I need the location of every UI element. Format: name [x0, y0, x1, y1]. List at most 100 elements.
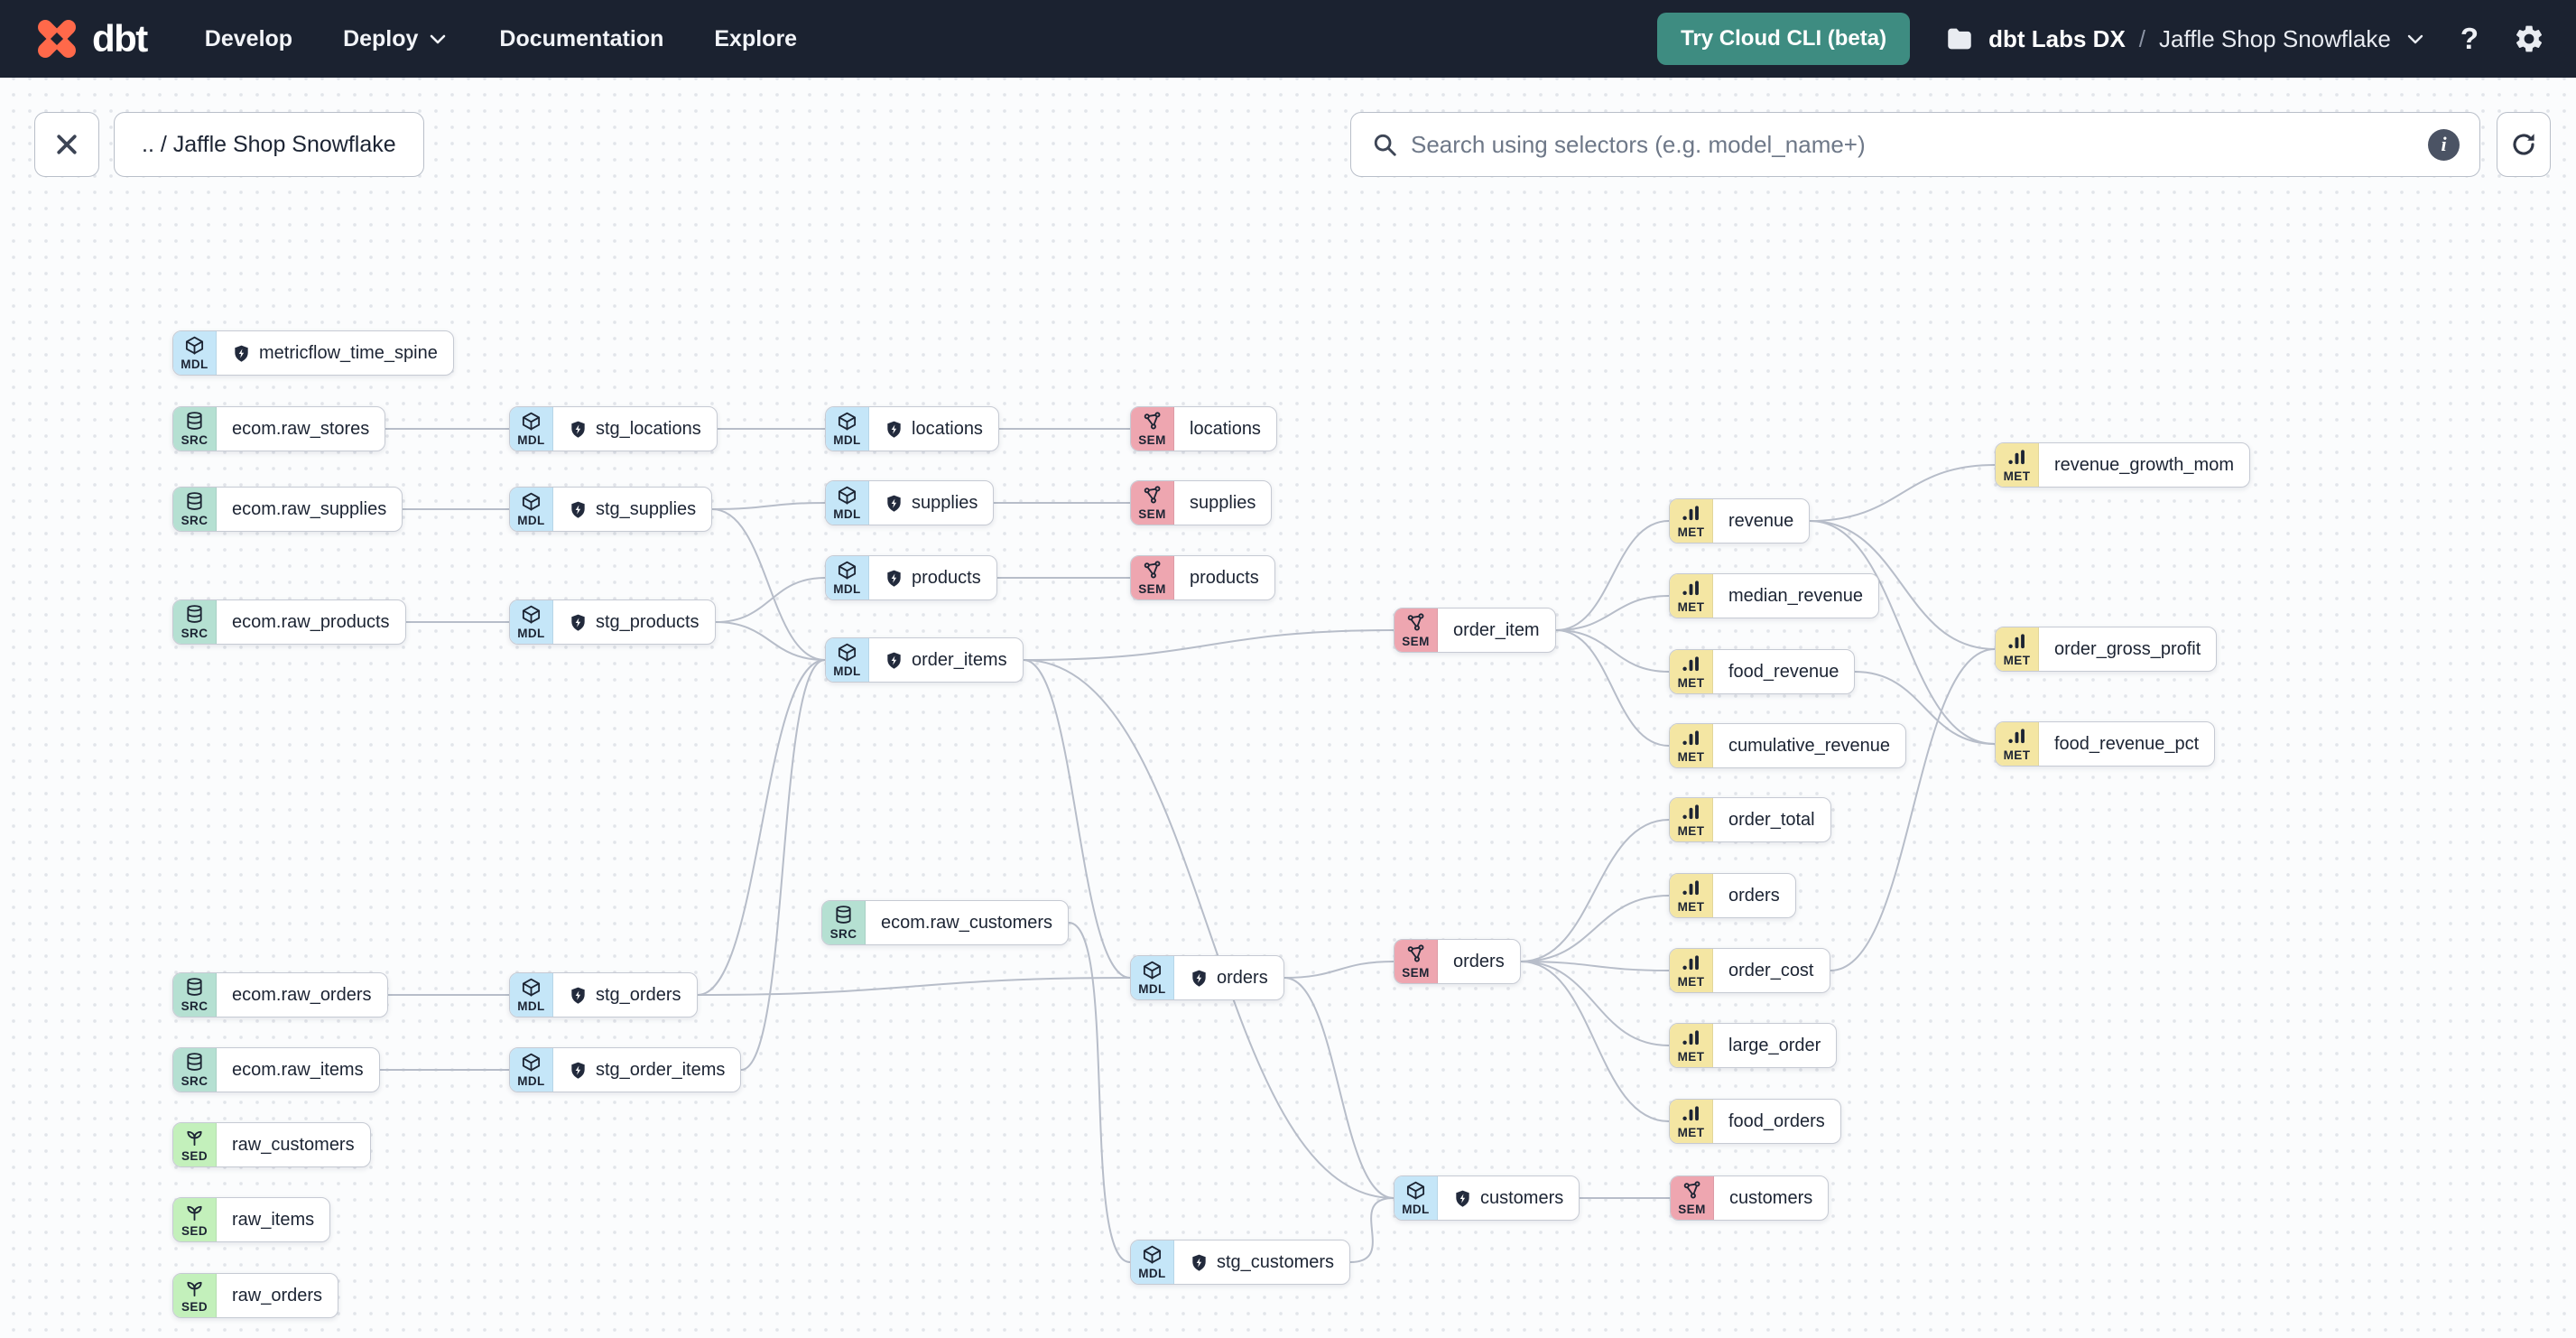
shield-icon: [235, 345, 248, 362]
node-label: order_item: [1453, 619, 1540, 640]
dbt-logo[interactable]: dbt: [31, 13, 148, 65]
node-type-label: SRC: [181, 1074, 208, 1089]
breadcrumb-separator: /: [2138, 24, 2146, 52]
node-type-label: MET: [2003, 654, 2031, 668]
node-type-badge: SRC: [173, 600, 217, 644]
edge-revenue-to-food_revenue_pct: [1809, 520, 1996, 745]
org-name: dbt Labs DX: [1988, 24, 2126, 52]
search-input[interactable]: [1411, 130, 2415, 159]
edge-stg_orders-to-orders_model: [697, 977, 1131, 996]
node-label: revenue: [1728, 510, 1794, 531]
node-type-badge: SRC: [173, 1048, 217, 1092]
node-label: order_gross_profit: [2054, 638, 2201, 659]
node-label: orders: [1728, 885, 1780, 906]
node-label: ecom.raw_items: [232, 1059, 364, 1080]
edge-order_cost-to-order_gross_profit: [1830, 648, 1996, 971]
node-orders_met[interactable]: MET orders: [1669, 873, 1796, 918]
node-type-label: MDL: [1138, 982, 1166, 997]
node-label: stg_order_items: [553, 1048, 740, 1092]
node-label: raw_items: [232, 1209, 315, 1230]
shield-icon: [571, 987, 585, 1004]
node-type-badge: MDL: [510, 488, 553, 531]
help-button[interactable]: ?: [2460, 22, 2479, 55]
info-icon[interactable]: i: [2428, 128, 2460, 161]
cube-icon: [1143, 962, 1162, 980]
chevron-down-icon: [427, 28, 449, 50]
top-nav: dbt Develop Deploy Documentation Explore…: [0, 0, 2576, 78]
account-project-switcher[interactable]: dbt Labs DX / Jaffle Shop Snowflake: [1944, 23, 2426, 54]
close-icon: [57, 135, 77, 154]
main-menu: Develop Deploy Documentation Explore: [205, 26, 797, 52]
node-type-badge: MET: [1996, 722, 2039, 766]
menu-item-deploy[interactable]: Deploy: [343, 26, 449, 52]
lineage-breadcrumb[interactable]: .. / Jaffle Shop Snowflake: [114, 112, 424, 177]
edge-order_item_sem-to-food_revenue: [1555, 629, 1670, 673]
refresh-lineage-button[interactable]: [2497, 112, 2551, 177]
node-type-badge: MDL: [826, 481, 869, 525]
node-label: locations: [869, 407, 998, 451]
node-type-badge: MET: [1670, 798, 1713, 841]
edge-food_revenue-to-food_revenue_pct: [1854, 671, 1996, 745]
node-type-label: SEM: [1138, 433, 1166, 448]
settings-button[interactable]: [2513, 23, 2545, 55]
seed-icon: [187, 1282, 202, 1297]
node-label: raw_orders: [232, 1285, 323, 1305]
brand-wordmark: dbt: [92, 17, 148, 60]
node-type-badge: MET: [1670, 874, 1713, 917]
node-type-label: SEM: [1402, 635, 1430, 649]
node-order_item_sem[interactable]: SEM order_item: [1394, 608, 1556, 653]
menu-item-explore[interactable]: Explore: [714, 25, 798, 51]
semantic-model-icon: [1144, 561, 1161, 579]
node-type-badge: MDL: [510, 600, 553, 644]
metric-icon: [1682, 1030, 1699, 1045]
try-cloud-cli-button[interactable]: Try Cloud CLI (beta): [1657, 13, 1911, 65]
breadcrumb-label: .. / Jaffle Shop Snowflake: [142, 131, 396, 157]
database-icon: [187, 412, 202, 431]
edge-stg_supplies-to-supplies_model: [711, 502, 826, 510]
node-type-label: SEM: [1402, 966, 1430, 980]
edge-order_item_sem-to-median_revenue: [1555, 595, 1670, 631]
menu-item-documentation[interactable]: Documentation: [499, 25, 664, 51]
node-ecom.raw_items[interactable]: SRC ecom.raw_items: [172, 1047, 380, 1092]
node-order_gross_profit[interactable]: MET order_gross_profit: [1995, 627, 2218, 672]
close-lineage-button[interactable]: [34, 112, 99, 177]
menu-item-develop[interactable]: Develop: [204, 25, 293, 51]
